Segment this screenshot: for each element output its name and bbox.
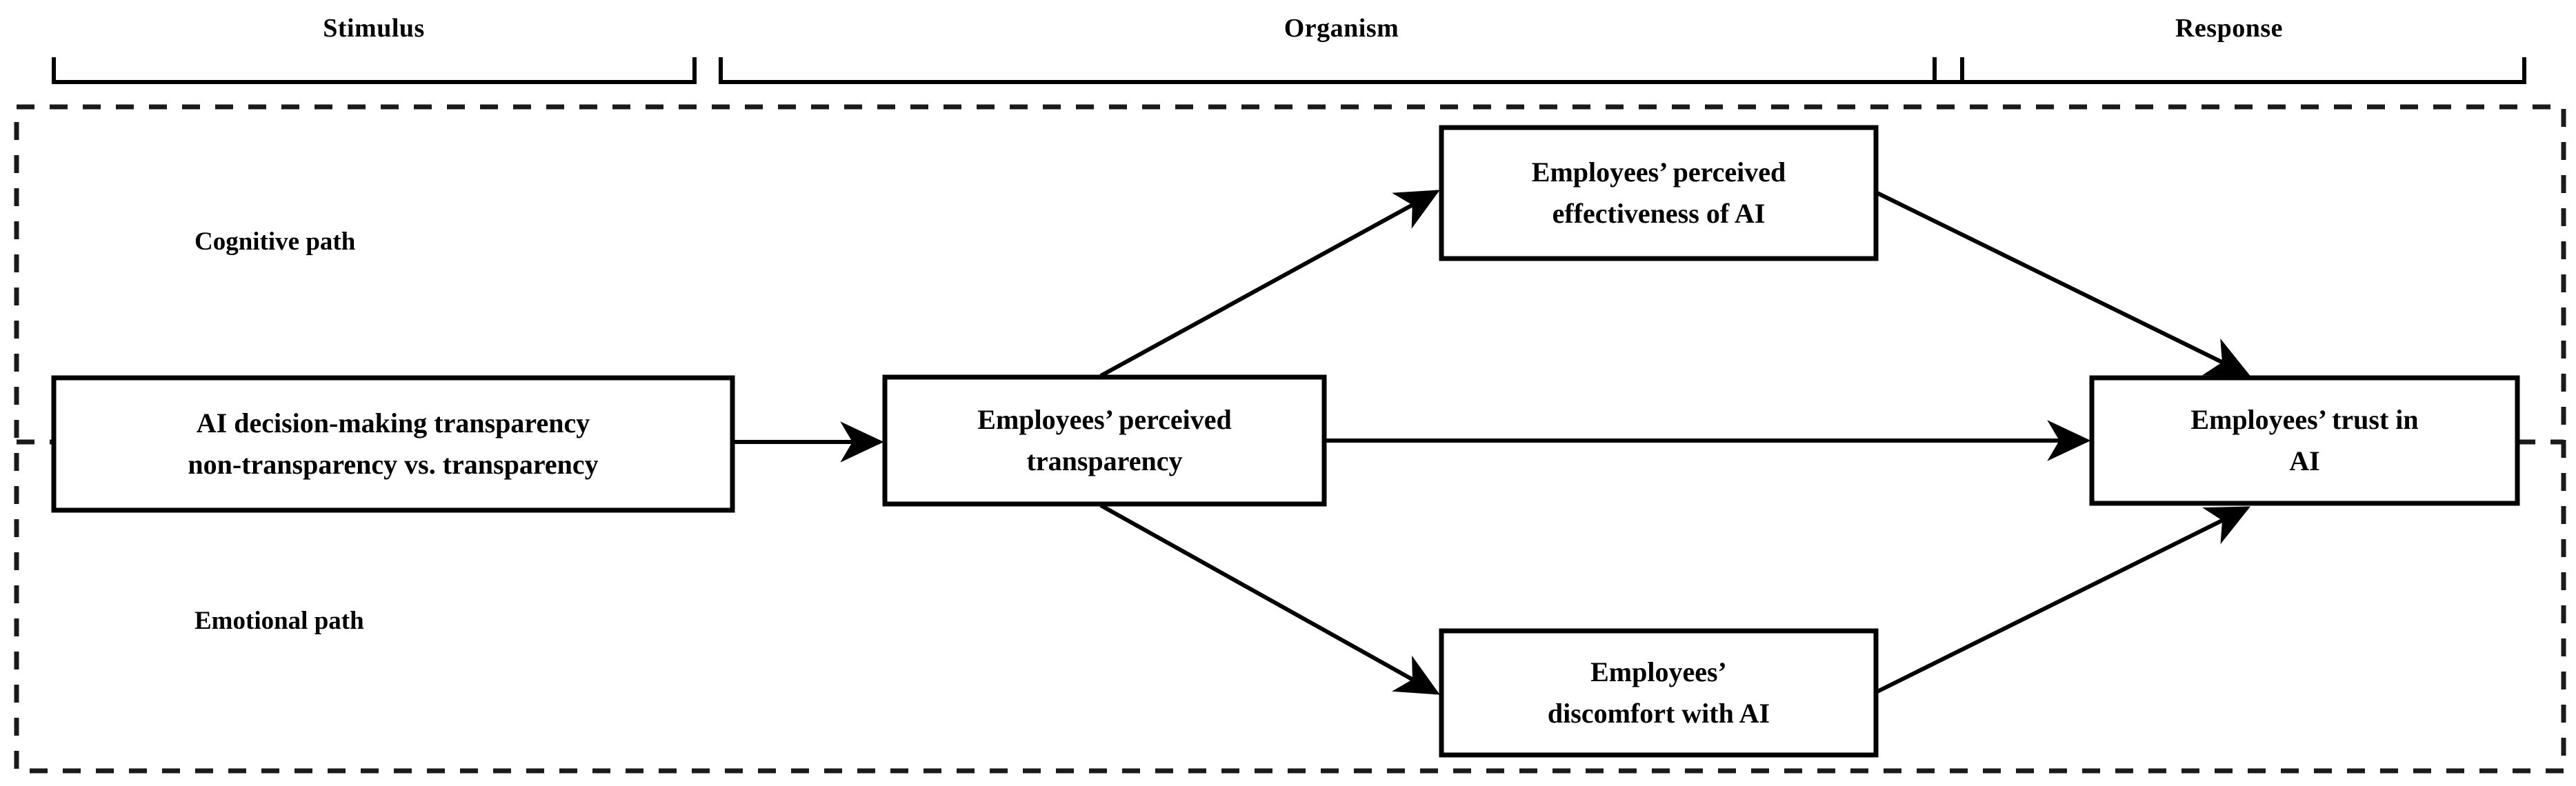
transparency-to-discomfort: [1099, 503, 1440, 695]
dashed-container-border: [14, 104, 2566, 774]
section-brackets-group: [52, 57, 2526, 84]
perceived-transparency-box: [882, 374, 1327, 507]
section-bracket-stimulus: [52, 57, 697, 84]
discomfort-box: [1439, 628, 1879, 758]
dashed-container-group: [14, 104, 2566, 774]
section-header-stimulus: Stimulus: [323, 14, 425, 43]
perceived-effectiveness-box: [1439, 125, 1879, 261]
boxes-group: [51, 125, 2520, 758]
cognitive-path-label: Cognitive path: [194, 228, 356, 256]
transparency-to-effectiveness: [1099, 190, 1440, 378]
emotional-path-label: Emotional path: [194, 607, 364, 635]
discomfort-to-trust: [1876, 506, 2250, 694]
arrows-group: [732, 190, 2250, 695]
section-header-response: Response: [2175, 14, 2284, 43]
trust-box: [2089, 375, 2520, 506]
effectiveness-to-trust: [1876, 191, 2250, 376]
stimulus-box: [51, 375, 735, 513]
section-header-organism: Organism: [1284, 14, 1399, 43]
section-bracket-organism: [719, 57, 1964, 84]
section-bracket-response: [1933, 57, 2526, 84]
